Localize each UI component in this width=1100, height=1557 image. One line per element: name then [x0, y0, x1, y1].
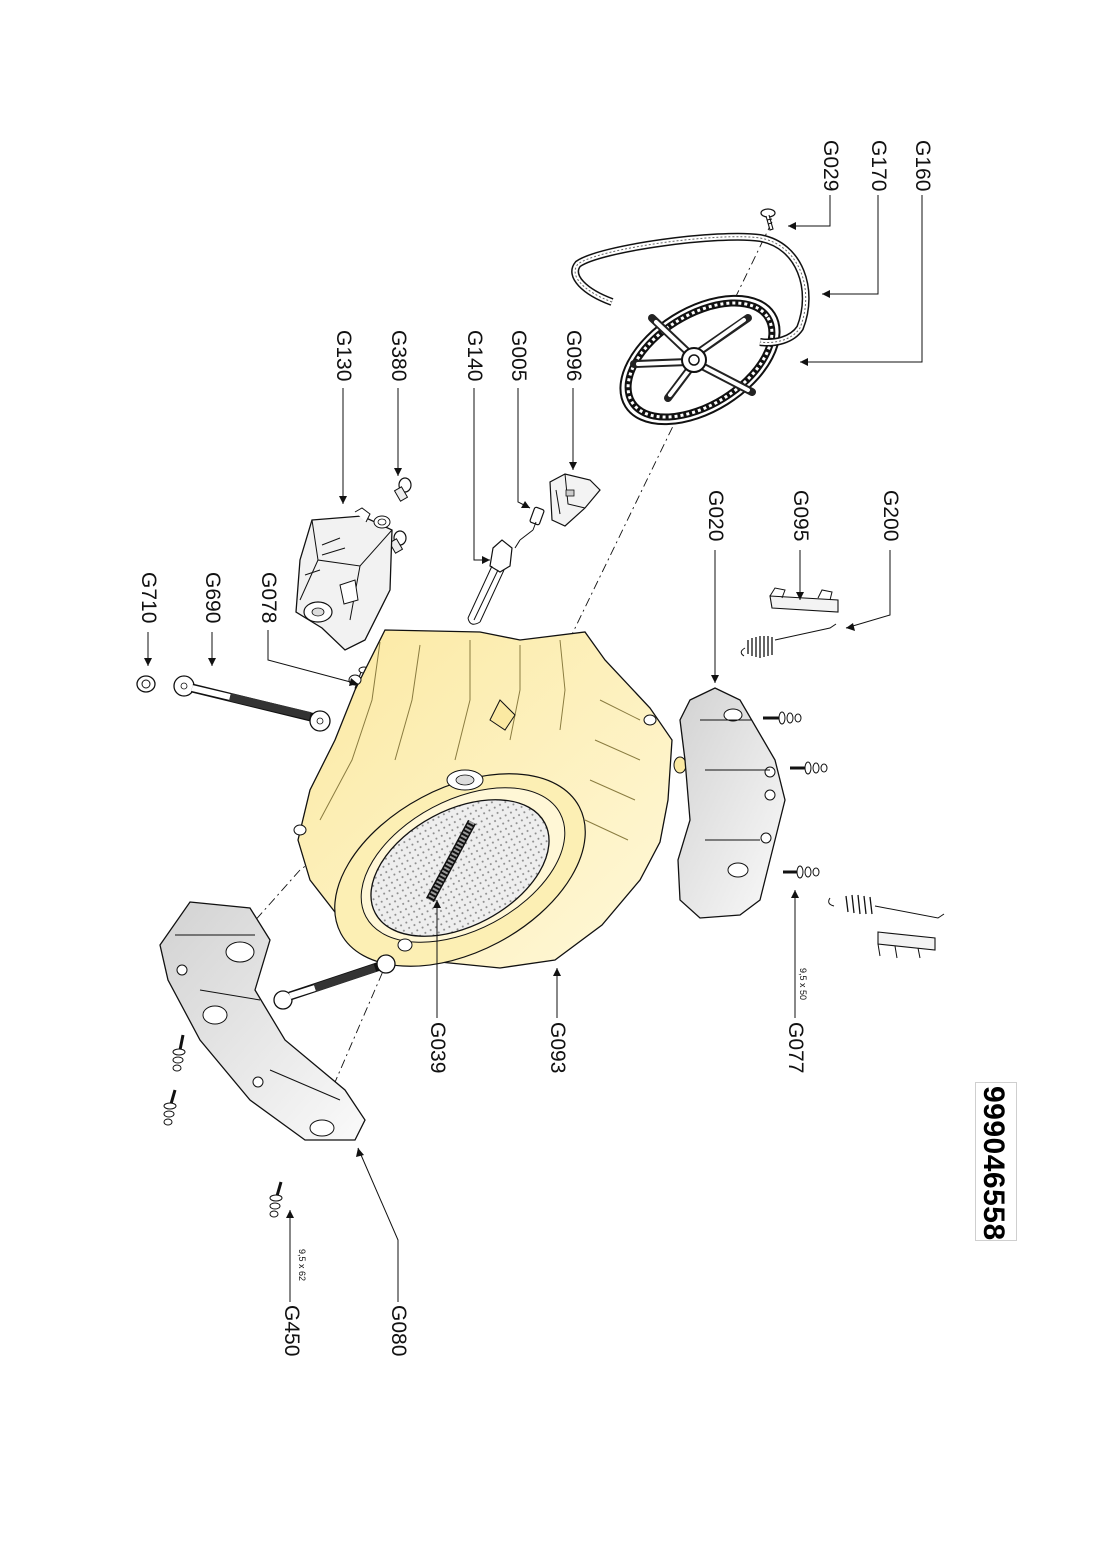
callout-G140: G140	[463, 330, 486, 382]
right-counterweight	[677, 687, 786, 919]
leader-lines	[144, 195, 923, 1302]
callout-G710: G710	[137, 572, 160, 624]
pulley-screw	[760, 208, 776, 231]
callout-G170: G170	[867, 140, 890, 192]
sensor-cover-bracket	[549, 473, 601, 527]
callout-G096: G096	[562, 330, 585, 382]
callout-G690: G690	[201, 572, 224, 624]
motor	[295, 507, 393, 651]
callout-G200: G200	[879, 490, 902, 542]
counterweight-bolt-3	[783, 865, 820, 879]
suspension-spring-2	[828, 894, 945, 919]
counterweight-bolt	[763, 711, 802, 725]
dim-label-G077: 9,5 x 50	[798, 968, 808, 1001]
left-counterweight-bolt	[172, 1034, 186, 1072]
damper-bushing	[136, 675, 156, 693]
pulley-wheel	[619, 294, 781, 426]
shock-absorber	[173, 675, 331, 732]
callout-G093: G093	[546, 1022, 569, 1074]
spring-bracket	[769, 587, 839, 613]
callout-G029: G029	[819, 140, 842, 192]
motor-screw-2	[388, 530, 407, 554]
left-counterweight-bolt-3	[269, 1181, 283, 1218]
temperature-sensor	[514, 506, 545, 549]
callout-G039: G039	[426, 1022, 449, 1074]
counterweight-bolt-2	[790, 761, 828, 775]
doc-number-box	[975, 1082, 1017, 1241]
suspension-spring	[740, 623, 837, 658]
callout-G380: G380	[387, 330, 410, 382]
callout-G130: G130	[332, 330, 355, 382]
callout-G095: G095	[789, 490, 812, 542]
motor-screw	[393, 477, 412, 502]
callout-G080: G080	[387, 1305, 410, 1357]
left-counterweight	[159, 901, 366, 1141]
callout-G077: G077	[784, 1022, 807, 1074]
left-counterweight-bolt-2	[163, 1089, 177, 1126]
callout-G078: G078	[257, 572, 280, 624]
callout-G160: G160	[911, 140, 934, 192]
drive-belt	[571, 232, 810, 347]
heating-element	[467, 539, 513, 625]
lower-axis-line	[309, 954, 391, 1141]
pulley-axis-line	[544, 221, 773, 691]
drum	[370, 799, 550, 937]
doc-number: 999046558	[977, 1086, 1010, 1241]
dim-label-G450: 9,5 x 62	[297, 1249, 307, 1282]
shock-absorber-2	[273, 954, 396, 1010]
callout-G005: G005	[507, 330, 530, 382]
spring-bracket-2	[877, 931, 936, 959]
callout-G020: G020	[704, 490, 727, 542]
callout-G450: G450	[280, 1305, 303, 1357]
